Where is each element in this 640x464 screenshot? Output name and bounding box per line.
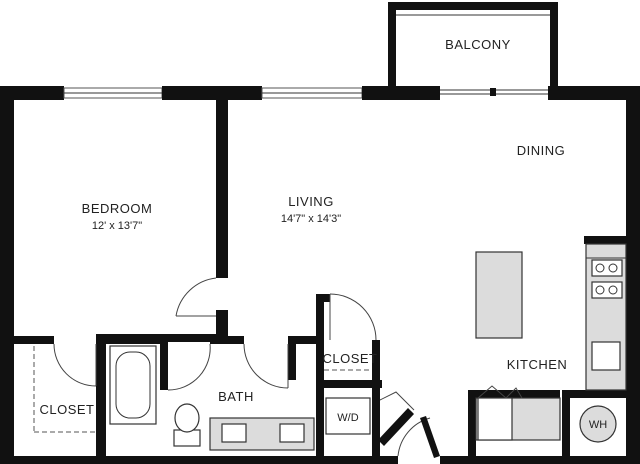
top-wall-segment — [162, 86, 262, 100]
sink-icon — [221, 423, 247, 443]
hall-closet-label: CLOSET — [322, 351, 377, 366]
interior-walls — [14, 100, 628, 458]
living-dimensions: 14'7" x 14'3" — [281, 213, 341, 225]
closet-wall-top — [316, 294, 330, 302]
bottom-wall — [0, 456, 398, 464]
fridge-door-swing — [505, 387, 523, 399]
hall-closet-wall — [372, 340, 380, 386]
dining-label: DINING — [517, 143, 566, 158]
doors — [53, 277, 440, 458]
bath-fixtures — [109, 345, 315, 451]
kitchen-lower-wall — [468, 390, 560, 398]
bottom-wall — [440, 456, 640, 464]
room-labels: BALCONY DINING BEDROOM 12' x 13'7" LIVIN… — [39, 37, 607, 431]
washer-dryer-area — [325, 397, 371, 435]
bedroom-label: BEDROOM — [82, 201, 153, 216]
bedroom-bottom-wall — [14, 336, 54, 344]
burner-icon — [608, 285, 618, 295]
bedroom-dimensions: 12' x 13'7" — [92, 220, 142, 232]
bedroom-living-wall — [216, 100, 228, 278]
bath-top-wall — [210, 336, 244, 344]
fridge-door-swing — [477, 385, 507, 399]
burner-icon — [595, 285, 605, 295]
closet-bath-wall — [96, 334, 106, 458]
top-wall-segment — [0, 86, 64, 100]
burner-icon — [595, 263, 605, 273]
wh-closet-wall — [562, 390, 628, 398]
sliding-door-mullion — [490, 88, 496, 96]
hall-closet-bottom-wall — [320, 380, 382, 388]
burner-icon — [608, 263, 618, 273]
kitchen-sink-icon — [591, 341, 621, 371]
right-wall-lower — [626, 236, 640, 464]
bedroom-closet-label: CLOSET — [39, 402, 94, 417]
bedroom-closet-door-swing — [53, 343, 97, 387]
bath-top-wall — [288, 336, 320, 344]
bath-right-wall — [316, 294, 324, 458]
bath-door-swing — [167, 343, 211, 391]
kitchen-label: KITCHEN — [507, 357, 568, 372]
wd-closet-wall — [372, 386, 380, 456]
bath-top-wall — [96, 336, 166, 344]
bath-wall — [160, 336, 168, 390]
sink-icon — [279, 423, 305, 443]
kitchen-fixtures — [475, 243, 627, 443]
washer-dryer-unit — [325, 397, 371, 435]
balcony-area — [388, 2, 558, 86]
closet-rods — [33, 346, 372, 433]
kitchen-wall-step — [584, 236, 640, 244]
wd-door — [379, 391, 415, 411]
bath-label: BATH — [218, 389, 254, 404]
outer-walls — [0, 86, 640, 464]
washer-dryer-label: W/D — [337, 412, 358, 424]
entry-door — [378, 408, 414, 446]
bedroom-living-wall — [216, 310, 228, 340]
refrigerator — [477, 397, 513, 441]
toilet-bowl — [174, 403, 200, 433]
kitchen-island — [475, 251, 523, 339]
entry-door — [420, 416, 440, 458]
balcony-wall-top — [388, 2, 558, 10]
top-wall-segment — [548, 86, 640, 100]
balcony-wall-right — [550, 2, 558, 86]
living-label: LIVING — [288, 194, 334, 209]
balcony-label: BALCONY — [445, 37, 511, 52]
top-wall-segment — [362, 86, 440, 100]
water-heater-tank — [579, 405, 617, 443]
bath-door-swing — [243, 343, 289, 389]
balcony-wall-left — [388, 2, 396, 86]
bath-wall — [288, 336, 296, 380]
living-door-swing — [175, 277, 217, 317]
water-heater-label: WH — [589, 419, 607, 431]
kitchen-lower-wall — [468, 390, 476, 456]
wh-closet-wall — [562, 390, 570, 456]
left-wall — [0, 86, 14, 464]
hall-closet-door-swing — [329, 293, 377, 341]
right-wall — [626, 86, 640, 240]
bathtub-basin — [115, 351, 151, 419]
